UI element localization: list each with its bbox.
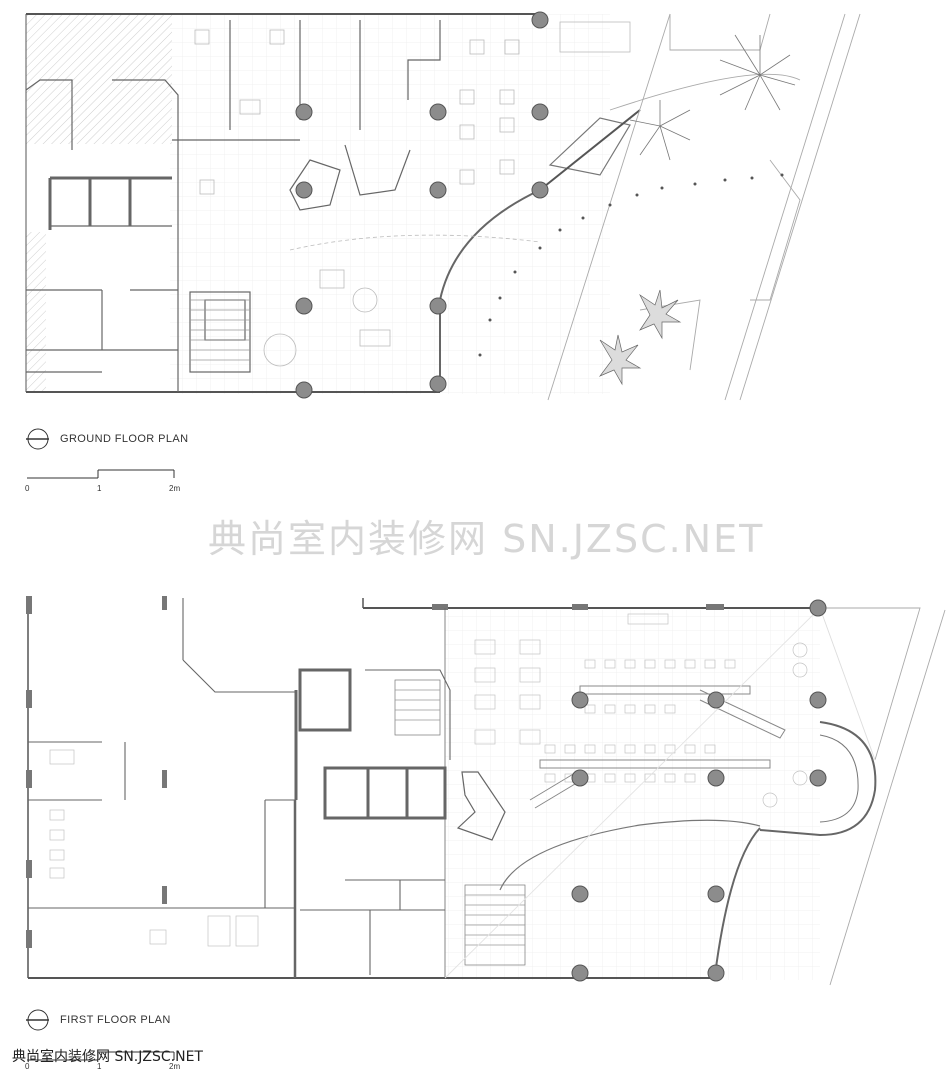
ground-dashed-line [289, 234, 541, 251]
ground-exterior-walls [25, 13, 540, 393]
first-bar-counter [819, 734, 859, 823]
first-curved-bar [759, 721, 877, 837]
ground-interior-walls [25, 20, 441, 392]
first-terrace-lines [444, 607, 946, 986]
ground-columns [295, 11, 549, 399]
first-title-symbol [26, 1009, 49, 1031]
ground-scale-2: 2m [169, 484, 181, 493]
first-wall-segments [26, 596, 724, 948]
hatched-area-left [26, 232, 46, 392]
ground-floor-title: GROUND FLOOR PLAN [60, 433, 189, 445]
first-floor-plan [26, 596, 946, 1061]
first-floor-tiles [445, 610, 820, 980]
ground-floor-plan [25, 11, 861, 479]
first-curved-facade [714, 827, 761, 976]
ground-terrace-lines [547, 13, 861, 401]
first-scale-1: 1 [97, 1062, 102, 1071]
ground-scale-1: 1 [97, 484, 102, 493]
ground-counter-edge [539, 109, 641, 191]
ground-furniture [194, 21, 631, 367]
first-chairs [49, 613, 808, 947]
first-columns [571, 599, 827, 982]
ground-outdoor-bollards [478, 173, 784, 357]
palm-tree-icon [629, 34, 796, 161]
ground-scale-0: 0 [25, 484, 30, 493]
first-stair [394, 679, 526, 966]
plant-icon [598, 289, 682, 386]
ground-title-symbol [26, 428, 49, 450]
ground-stair [190, 299, 250, 361]
first-interior-walls [28, 598, 451, 978]
ground-scale-bar [27, 469, 175, 479]
first-scale-bar [27, 1051, 175, 1061]
first-scale-2: 2m [169, 1062, 181, 1071]
first-void-edge [499, 819, 761, 891]
ground-curved-facade [439, 189, 541, 392]
first-scale-0: 0 [25, 1062, 30, 1071]
watermark-text: 典尚室内装修网 SN.JZSC.NET [208, 517, 765, 561]
first-floor-title: FIRST FLOOR PLAN [60, 1014, 171, 1026]
ground-bar-counter [548, 117, 631, 176]
hatched-area-top [26, 14, 172, 144]
first-planter [456, 771, 506, 841]
corner-watermark: 典尚室内装修网 SN.JZSC.NET [12, 1049, 203, 1065]
